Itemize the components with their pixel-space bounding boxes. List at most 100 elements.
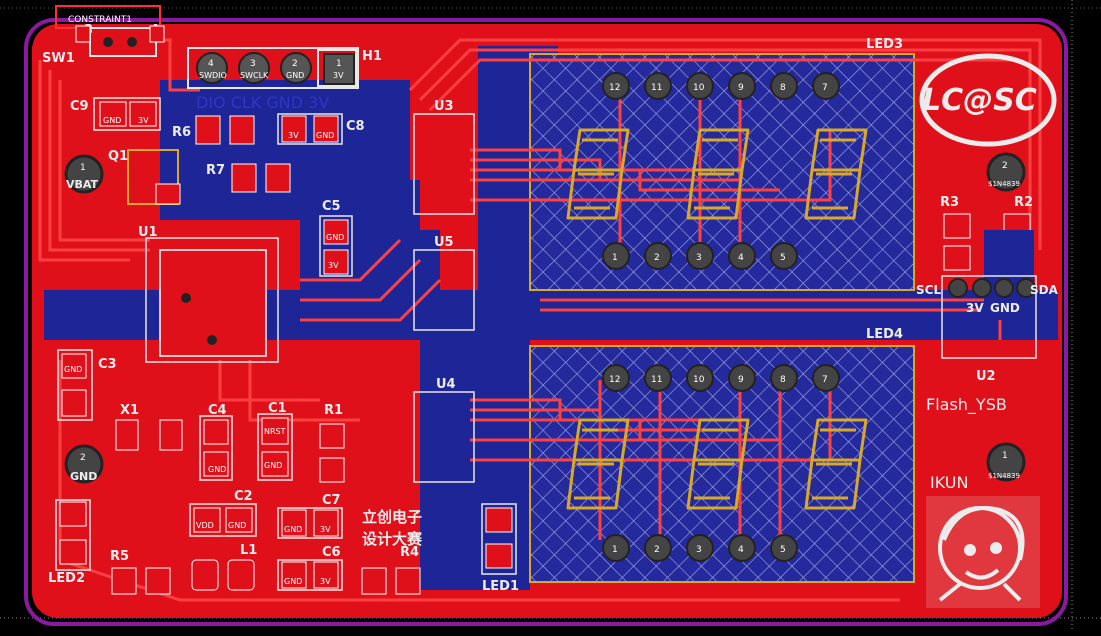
sw1-switch[interactable]: SW1 — [42, 25, 165, 66]
led1[interactable]: LED1 — [481, 503, 519, 594]
c7-capacitor[interactable]: GND 3V C7 — [277, 493, 343, 539]
led4-pin[interactable]: 10 — [686, 364, 714, 392]
led4-pin[interactable]: 7 — [812, 364, 840, 392]
flash-ysb-text: Flash_YSB — [926, 395, 1007, 415]
c7-pad1-label: GND — [284, 525, 302, 534]
r6-resistor[interactable]: R6 — [172, 115, 255, 145]
led3-pin[interactable]: 4 — [728, 242, 756, 270]
sw1-label: SW1 — [42, 51, 75, 66]
led3-pin-label: 11 — [651, 83, 662, 93]
contest-text-line1: 立创电子 — [362, 508, 422, 526]
mount-top-num: 2 — [1002, 161, 1008, 171]
u2-sensor[interactable]: SCL SDA 3V GND U2 — [916, 230, 1059, 384]
q1-transistor[interactable]: Q1 — [108, 149, 181, 205]
l1-inductor[interactable]: L1 — [191, 543, 257, 591]
r5-resistor[interactable]: R5 — [110, 549, 171, 595]
mount-hole-top[interactable]: 2 $1N4839 — [986, 152, 1026, 192]
c2-capacitor[interactable]: VDD GND C2 — [189, 489, 257, 537]
h1-label: H1 — [362, 49, 382, 64]
led4-pin[interactable]: 9 — [728, 364, 756, 392]
led4-pin[interactable]: 5 — [770, 534, 798, 562]
seven-seg-digit — [804, 128, 868, 220]
u2-3v-label: 3V — [966, 301, 984, 315]
constraint-label: CONSTRAINT1 — [68, 15, 132, 25]
c4-pad1-label: GND — [208, 465, 226, 474]
led4-pin-label: 9 — [738, 375, 744, 385]
c3-label: C3 — [98, 357, 117, 372]
c3-capacitor[interactable]: GND C3 — [57, 349, 117, 421]
mount-hole-bottom[interactable]: 1 $1N4839 — [986, 442, 1026, 482]
c6-capacitor[interactable]: GND 3V C6 — [277, 545, 343, 591]
r1-resistor[interactable]: R1 — [319, 403, 345, 483]
led3-pin[interactable]: 11 — [644, 72, 672, 100]
gnd-mount-pad[interactable]: 2 GND — [64, 444, 104, 484]
led3-pin[interactable]: 3 — [686, 242, 714, 270]
led3-pin[interactable]: 1 — [602, 242, 630, 270]
led4-pin[interactable]: 11 — [644, 364, 672, 392]
h1-pin4-num: 4 — [208, 59, 214, 69]
c9-capacitor[interactable]: GND 3V C9 — [70, 97, 161, 131]
mount-top-label: $1N4839 — [988, 180, 1020, 188]
led4-pin[interactable]: 12 — [602, 364, 630, 392]
c1-capacitor[interactable]: NRST GND C1 — [257, 401, 293, 481]
led3-pin[interactable]: 12 — [602, 72, 630, 100]
led3-pin[interactable]: 10 — [686, 72, 714, 100]
u5-chip[interactable]: U5 — [413, 235, 475, 331]
c3-pad1-label: GND — [64, 365, 82, 374]
character-art — [926, 496, 1040, 608]
u1-label: U1 — [138, 225, 158, 240]
u2-scl-label: SCL — [916, 283, 941, 297]
led3-label: LED3 — [866, 37, 903, 52]
led3-pin[interactable]: 7 — [812, 72, 840, 100]
led3-pin[interactable]: 2 — [644, 242, 672, 270]
x1-crystal[interactable]: X1 — [115, 403, 183, 451]
c8-pad1-label: 3V — [288, 131, 299, 140]
u3-chip[interactable]: U3 — [413, 99, 475, 215]
led4-pins-top[interactable]: 12 11 10 9 8 7 — [602, 364, 840, 392]
u4-label: U4 — [436, 377, 456, 392]
c4-capacitor[interactable]: GND C4 — [199, 403, 233, 481]
led4-pin-label: 1 — [612, 545, 618, 555]
seven-seg-digit — [566, 128, 630, 220]
led3-pin-label: 1 — [612, 253, 618, 263]
led4-pin[interactable]: 4 — [728, 534, 756, 562]
led4-pin-label: 12 — [609, 375, 620, 385]
h1-header[interactable]: 4 SWDIO 3 SWCLK 2 GND 1 3V H1 DIO CLK GN… — [187, 47, 382, 112]
led4-pin-label: 3 — [696, 545, 702, 555]
h1-pin3-name: SWCLK — [240, 71, 269, 80]
led3-pin[interactable]: 9 — [728, 72, 756, 100]
led3-pin[interactable]: 8 — [770, 72, 798, 100]
led4-pin[interactable]: 3 — [686, 534, 714, 562]
u1-mcu[interactable]: U1 — [138, 225, 279, 363]
led4-pins-bottom[interactable]: 1 2 3 4 5 — [602, 534, 798, 562]
led3-pins-bottom[interactable]: 1 2 3 4 5 — [602, 242, 798, 270]
led1-label: LED1 — [482, 579, 519, 594]
r4-resistor[interactable]: R4 — [361, 545, 421, 595]
c9-pad1-label: GND — [103, 116, 121, 125]
led2-label: LED2 — [48, 571, 85, 586]
u4-chip[interactable]: U4 — [413, 377, 475, 483]
h1-pin1-name: 3V — [333, 71, 344, 80]
trace-group — [38, 38, 1042, 602]
c5-capacitor[interactable]: GND 3V C5 — [319, 199, 353, 277]
led4-pin[interactable]: 2 — [644, 534, 672, 562]
h1-pin4-name: SWDIO — [199, 71, 227, 80]
led4-pin-label: 7 — [822, 375, 828, 385]
r3-resistor[interactable]: R3 — [940, 195, 971, 271]
led4-pin[interactable]: 1 — [602, 534, 630, 562]
c8-capacitor[interactable]: 3V GND C8 — [277, 113, 365, 145]
led4-pin[interactable]: 8 — [770, 364, 798, 392]
led3-pin[interactable]: 5 — [770, 242, 798, 270]
led3-hatch-area — [530, 54, 914, 290]
vbat-num: 1 — [80, 163, 86, 173]
c9-label: C9 — [70, 99, 89, 114]
led3-outline — [529, 53, 915, 291]
c5-label: C5 — [322, 199, 341, 214]
led2[interactable]: LED2 — [48, 499, 91, 586]
vbat-pad[interactable]: 1 VBAT — [64, 154, 104, 194]
r7-resistor[interactable]: R7 — [206, 163, 291, 193]
led3-pins-top[interactable]: 12 11 10 9 8 7 — [602, 72, 840, 100]
lcsc-logo: LC@SC — [919, 53, 1057, 147]
